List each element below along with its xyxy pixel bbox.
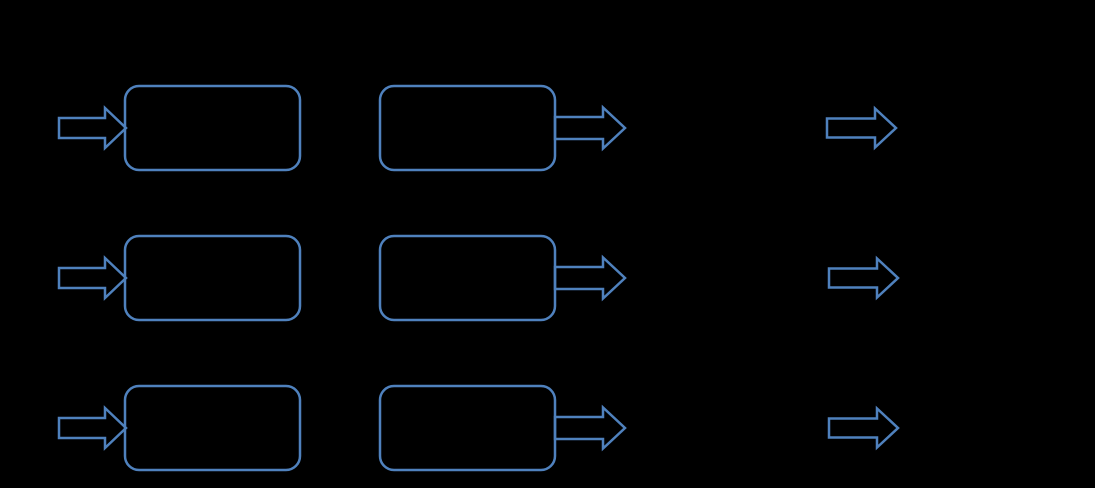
process-box-right-row-1 [378,84,557,172]
process-box-left-row-3 [123,384,302,472]
process-box-left-row-1 [123,84,302,172]
input-arrow-row-2 [57,255,128,301]
output-arrow-row-3 [553,404,627,452]
process-box-left-row-2 [123,234,302,322]
output-arrow-row-1 [553,104,627,152]
process-box-right-row-2 [378,234,557,322]
result-arrow-row-2 [827,255,900,301]
output-arrow-row-2 [553,254,627,302]
input-arrow-row-3 [57,405,128,451]
result-arrow-row-1 [825,105,898,151]
process-box-right-row-3 [378,384,557,472]
result-arrow-row-3 [827,405,900,451]
input-arrow-row-1 [57,105,128,151]
